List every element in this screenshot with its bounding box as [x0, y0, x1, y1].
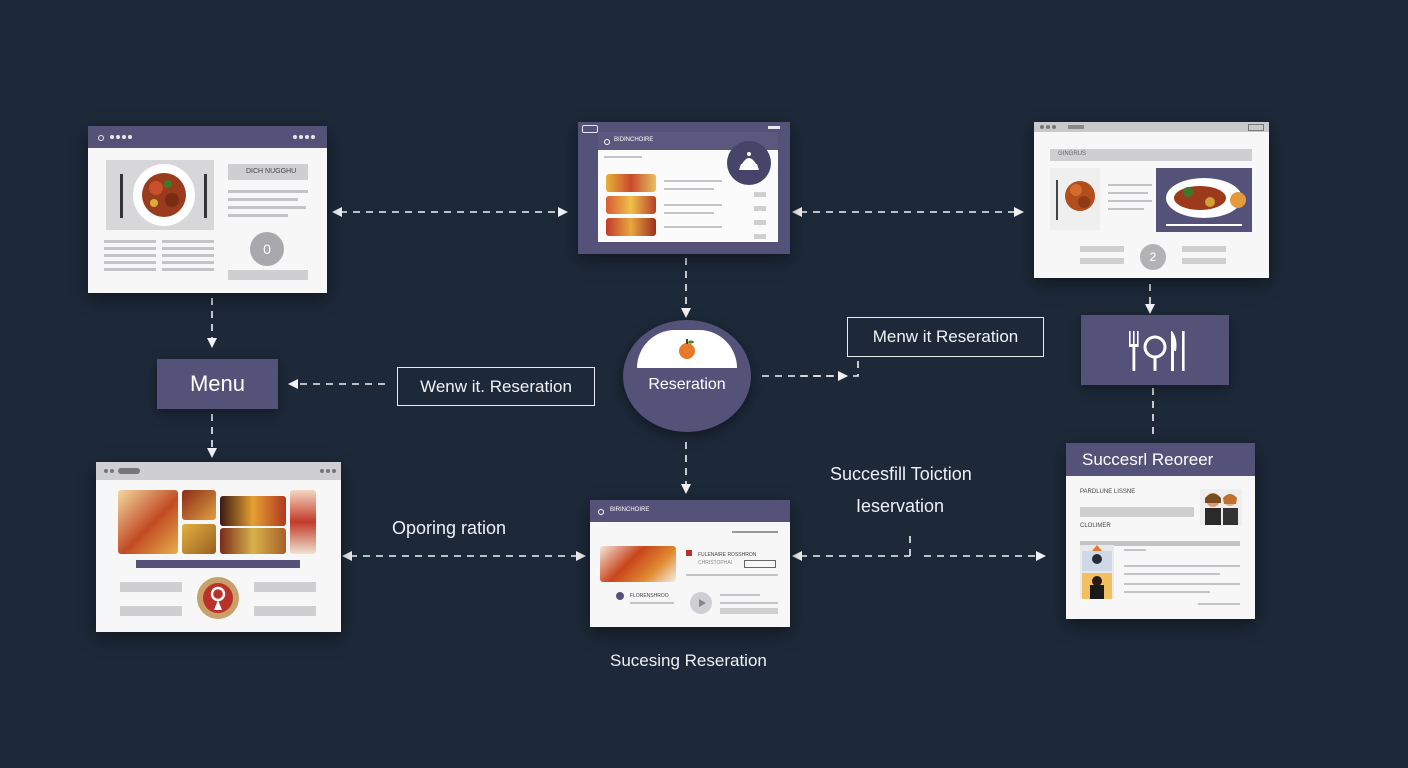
top-right-header-text: GINGRUS — [1058, 151, 1087, 157]
success-card-title: Succesrl Reoreer — [1082, 450, 1214, 469]
success-card-line1: PARDLUNE LISSNE — [1080, 489, 1136, 495]
pizza-icon — [197, 577, 239, 619]
bottom-center-sub: CHRISTOPHAI — [698, 560, 733, 566]
menu-reservation-label-right: Menw it Reseration — [847, 317, 1044, 357]
menu-node-label: Menu — [189, 371, 246, 396]
menu-reservation-label-left-text: Wenw it. Reseration — [420, 376, 572, 396]
processing-label: Sucesing Reseration — [610, 651, 767, 670]
bottom-center-item: FULENAIRE ROSSHRON — [698, 552, 757, 558]
play-icon[interactable] — [690, 592, 712, 614]
steak-image — [1166, 178, 1246, 218]
success-card-line2: CLOLIMER — [1080, 523, 1111, 529]
menu-node[interactable]: Menu — [157, 359, 278, 409]
top-center-screen: BIDINCHOIRE — [578, 122, 790, 254]
bottom-center-title: BIRINCHOIRE — [610, 507, 650, 513]
top-left-badge: 0 — [250, 232, 284, 266]
reservation-node[interactable]: Reseration — [623, 320, 751, 432]
top-left-header-text: DICH NUGGHU — [246, 168, 297, 175]
menu-reservation-label-right-text: Menw it Reseration — [872, 327, 1019, 346]
opening-label: Oporing ration — [392, 518, 507, 538]
reservation-node-label: Reseration — [648, 376, 726, 393]
success-card: Succesrl Reoreer PARDLUNE LISSNE CLOLIME… — [1066, 443, 1255, 619]
chef-image — [1080, 545, 1114, 599]
cutlery-icon — [1129, 331, 1185, 371]
arrow-reservation-label — [762, 357, 859, 377]
bottom-left-screen — [96, 462, 341, 632]
menu-reservation-label-left: Wenw it. Reseration — [397, 367, 595, 406]
cutlery-node[interactable] — [1081, 315, 1229, 385]
top-right-badge: 2 — [1140, 244, 1166, 270]
dessert-icon — [727, 141, 771, 185]
chicken-image — [1050, 168, 1100, 230]
apple-icon — [679, 339, 695, 359]
bottom-center-screen: BIRINCHOIRE FULENAIRE ROSSHRON CHRISTOPH… — [590, 500, 790, 627]
plate-image — [120, 164, 207, 226]
successful-label-line2: Ieservation — [856, 496, 945, 516]
top-right-screen: GINGRUS 2 — [1034, 122, 1269, 278]
top-left-screen: DICH NUGGHU 0 — [88, 126, 327, 293]
top-center-title: BIDINCHOIRE — [614, 137, 654, 143]
guests-image — [1200, 489, 1242, 525]
bottom-center-row: FLORENSHROO — [630, 593, 669, 599]
successful-label-line1: Succesfill Toiction — [830, 464, 972, 484]
bottom-center-row-icon — [616, 592, 624, 600]
